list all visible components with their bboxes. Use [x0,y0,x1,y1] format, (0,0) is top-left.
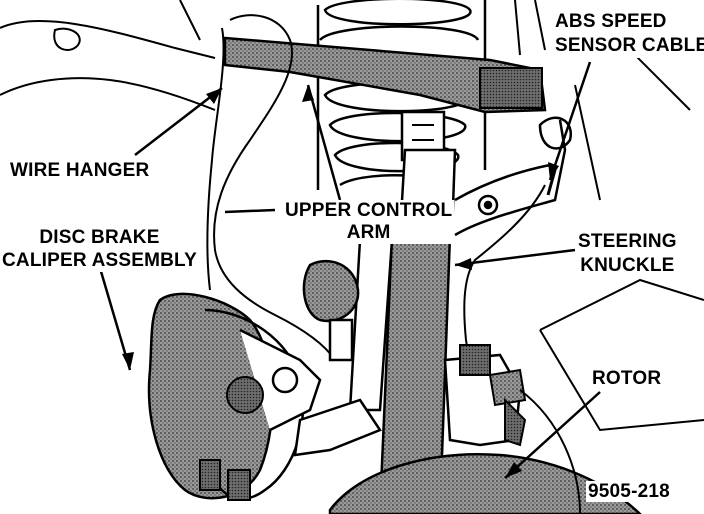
leader-caliper [98,267,132,371]
arrow-upper-control-arm [302,85,314,102]
leader-arrowheads [122,85,559,478]
label-disc-brake-caliper: DISC BRAKE CALIPER ASSEMBLY [0,226,199,272]
leader-lines [98,61,601,479]
leader-upper-control-arm [306,84,342,201]
label-upper-control-arm: UPPER CONTROL ARM [283,200,455,244]
label-caliper-line2: CALIPER ASSEMBLY [2,250,197,271]
label-uca-line2: ARM [346,222,391,243]
arrow-caliper [122,352,134,370]
leader-upper-control-arm-2 [224,208,276,214]
label-abs-line1: ABS SPEED [555,11,667,32]
arrow-steering-knuckle [455,258,472,270]
leader-abs-cable [548,61,592,181]
fender-outline [0,0,216,111]
leader-steering-knuckle [454,248,576,267]
figure-number: 9505-218 [586,481,672,502]
label-abs-line2: SENSOR CABLE [555,35,704,56]
arrow-rotor [505,462,522,478]
caliper-assembly [147,292,322,501]
label-rotor: ROTOR [590,368,664,389]
arrow-abs-cable [548,162,559,180]
leader-wire-hanger [134,87,223,156]
label-sk-line1: STEERING [578,231,677,252]
label-steering-knuckle: STEERING KNUCKLE [576,230,679,278]
label-wire-hanger: WIRE HANGER [8,160,152,181]
label-uca-line1: UPPER CONTROL [285,200,453,221]
knuckle-bracket [443,344,527,447]
steering-knuckle [454,116,573,237]
label-sk-line2: KNUCKLE [580,255,675,276]
label-abs-speed-sensor: ABS SPEED SENSOR CABLE [553,10,704,58]
brake-hose-fitting [293,259,382,457]
label-caliper-line1: DISC BRAKE [39,227,160,248]
arrow-wire-hanger [206,88,222,104]
leader-rotor [504,391,601,479]
